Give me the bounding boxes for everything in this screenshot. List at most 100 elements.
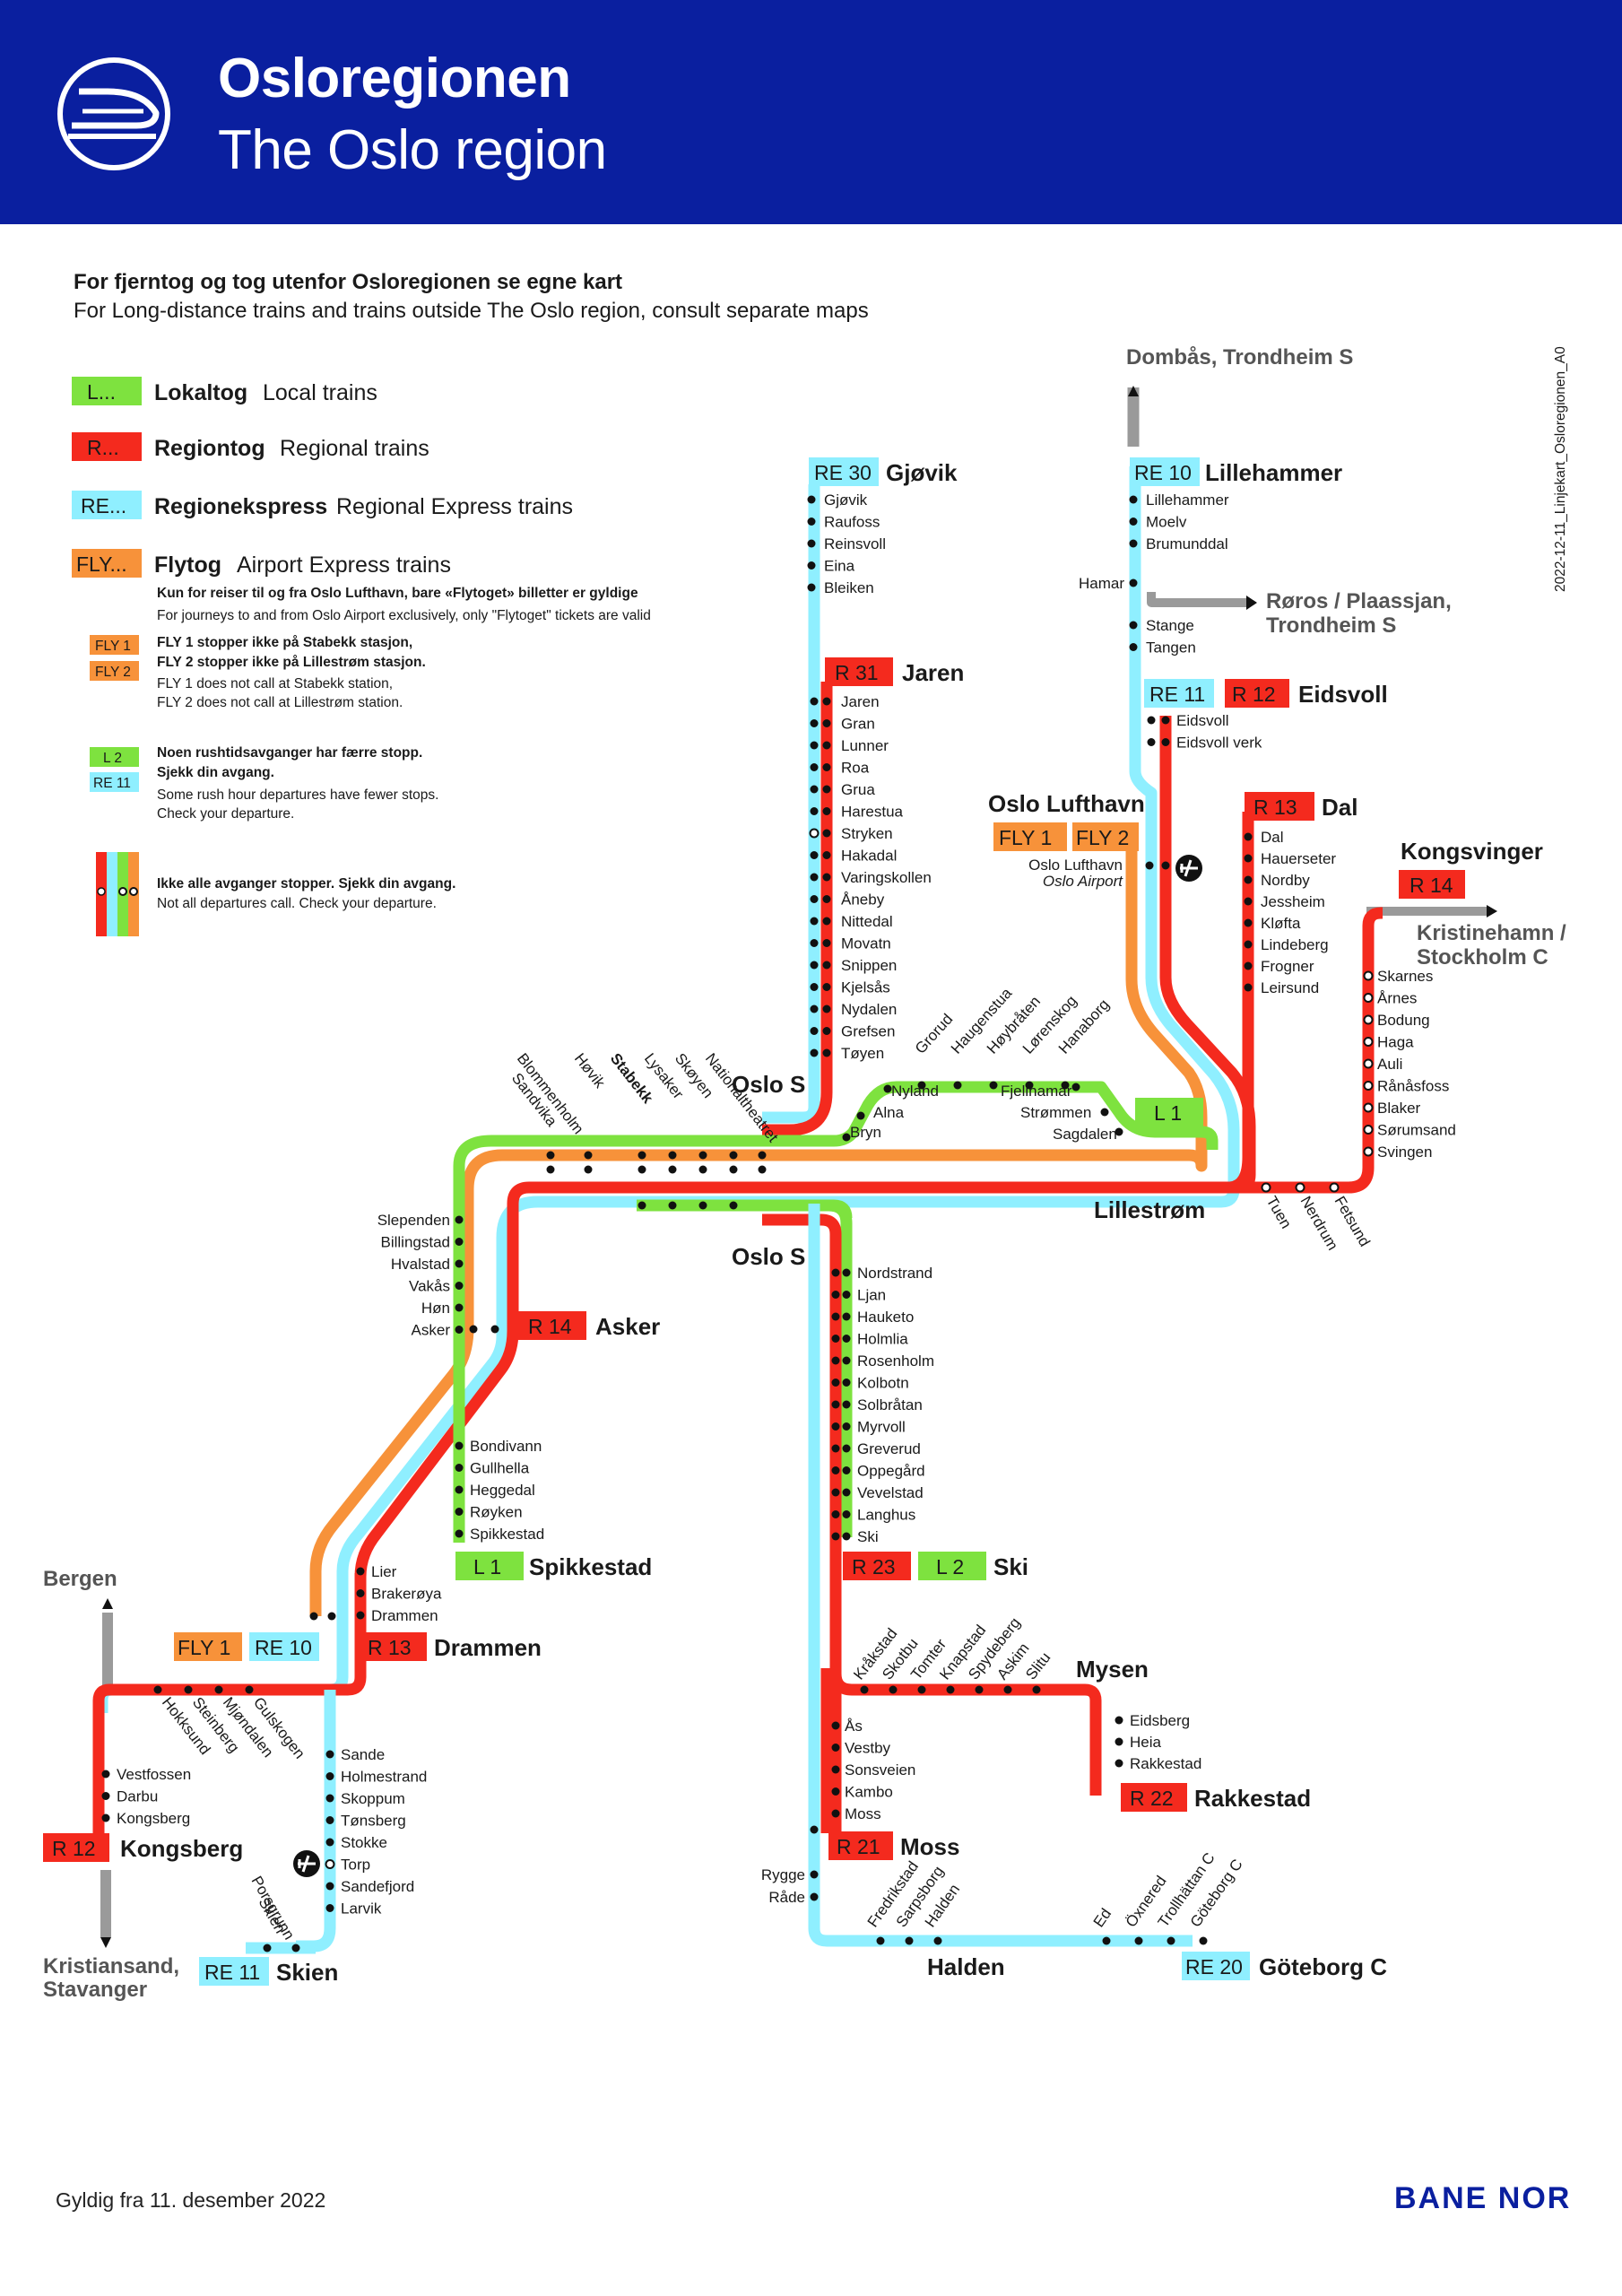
station-dot [810, 1870, 819, 1879]
station-label: Holmestrand [341, 1769, 427, 1786]
station-dot [1129, 578, 1138, 587]
station-label: Kolbotn [857, 1375, 909, 1392]
badge-r12-kongsberg: R 12 [52, 1837, 96, 1860]
station-dot [668, 1201, 677, 1210]
badge-r12-top: R 12 [1232, 683, 1276, 706]
station-label: Moss [845, 1805, 881, 1822]
station-dot [325, 1772, 334, 1780]
hub-oslo-s-bottom: Oslo S [732, 1243, 805, 1270]
station-dot [842, 1466, 851, 1474]
hub-dal: Dal [1322, 794, 1357, 821]
station-dot [455, 1485, 464, 1494]
station-dot [842, 1422, 851, 1431]
station-dot [729, 1151, 738, 1160]
station-label: Vevelstad [857, 1484, 924, 1501]
legend-regional-badge: R... [87, 436, 119, 459]
station-dot [325, 1794, 334, 1803]
station-dot [325, 1750, 334, 1759]
station-label: Vakås [409, 1278, 450, 1295]
station-dot [101, 1792, 110, 1800]
hub-kongsberg: Kongsberg [120, 1835, 243, 1862]
station-label: Ed [1090, 1905, 1115, 1930]
station-label: Bondivann [470, 1438, 542, 1455]
station-dot [729, 1201, 738, 1210]
station-dot [325, 1816, 334, 1824]
hub-asker: Asker [595, 1313, 660, 1340]
station-dot [889, 1685, 898, 1694]
hub-lillehammer: Lillehammer [1205, 459, 1342, 486]
station-dot [831, 1268, 840, 1277]
badge-re11-skien: RE 11 [204, 1961, 260, 1984]
hub-rakkestad: Rakkestad [1194, 1785, 1311, 1812]
station-label: Kongsberg [117, 1810, 190, 1827]
station-dot [809, 828, 820, 839]
legend-express-text: Regional Express trains [336, 494, 573, 519]
station-dot [325, 1904, 334, 1912]
badge-r14-asker: R 14 [528, 1315, 572, 1338]
station-dot [917, 1081, 926, 1090]
station-dot [842, 1488, 851, 1497]
station-dot [842, 1400, 851, 1409]
station-dot [822, 895, 831, 903]
legend-re11-badge: RE 11 [93, 776, 131, 791]
station-dot [1244, 961, 1253, 970]
station-label: Torp [341, 1857, 370, 1874]
station-dot [842, 1356, 851, 1365]
station-dot [822, 719, 831, 727]
badge-l1-spikkestad: L 1 [473, 1555, 501, 1578]
hub-jaren: Jaren [902, 659, 964, 686]
station-dot [831, 1532, 840, 1541]
station-label: Moelv [1146, 514, 1187, 531]
station-label: Tøyen [841, 1045, 884, 1062]
station-dot [1129, 495, 1138, 504]
legend-rush-en2: Check your departure. [157, 806, 294, 822]
station-dot [822, 785, 831, 794]
header-banner: Osloregionen The Oslo region [0, 0, 1622, 224]
station-dot [469, 1325, 478, 1334]
legend-local-badge: L... [87, 380, 116, 404]
station-label: Haga [1377, 1034, 1414, 1051]
station-label: Eidsvoll [1176, 712, 1229, 729]
station-dot [876, 1936, 885, 1945]
hub-skien: Skien [276, 1959, 338, 1986]
station-label: Åneby [841, 891, 885, 909]
station-dot [831, 1721, 840, 1730]
legend: L... Lokaltog Local trains R... Regionto… [72, 377, 651, 936]
station-dot [1115, 1759, 1123, 1768]
station-dot [1363, 1037, 1374, 1047]
station-label: Drammen [371, 1607, 438, 1624]
station-dot [831, 1466, 840, 1474]
station-label: Nittedal [841, 913, 893, 930]
version-code: 2022-12-11_Linjekart_Osloregionen_A0 [1553, 346, 1568, 592]
station-label: Dal [1261, 829, 1284, 846]
station-dot [1363, 1058, 1374, 1069]
dest-roros2: Trondheim S [1266, 613, 1396, 638]
station-dot [856, 1111, 865, 1120]
station-label: Gullhella [470, 1460, 530, 1477]
page-subtitle: The Oslo region [218, 119, 607, 181]
station-dot [1244, 983, 1253, 992]
station-dot [810, 961, 819, 970]
station-dot [822, 807, 831, 815]
station-dot [810, 1048, 819, 1057]
station-dot [822, 917, 831, 926]
airplane-icon [1175, 855, 1202, 882]
station-label: Skarnes [1377, 968, 1433, 985]
station-dot [810, 785, 819, 794]
station-label: Tuen [1263, 1194, 1296, 1232]
station-dot [810, 763, 819, 771]
hub-ski: Ski [993, 1553, 1028, 1580]
station-label: Brakerøya [371, 1586, 442, 1603]
badge-r31: R 31 [835, 661, 879, 684]
legend-fly-no2: FLY 2 stopper ikke på Lillestrøm stasjon… [157, 655, 426, 670]
station-dot [356, 1567, 365, 1576]
station-dot [842, 1268, 851, 1277]
station-label: Oslo Lufthavn [1028, 857, 1123, 874]
station-dot [455, 1303, 464, 1312]
station-dot [1145, 861, 1154, 870]
station-dot [810, 697, 819, 706]
station-dot [546, 1165, 555, 1174]
badge-re11-top: RE 11 [1149, 683, 1205, 706]
station-dot [831, 1765, 840, 1774]
station-dot [1161, 738, 1170, 746]
